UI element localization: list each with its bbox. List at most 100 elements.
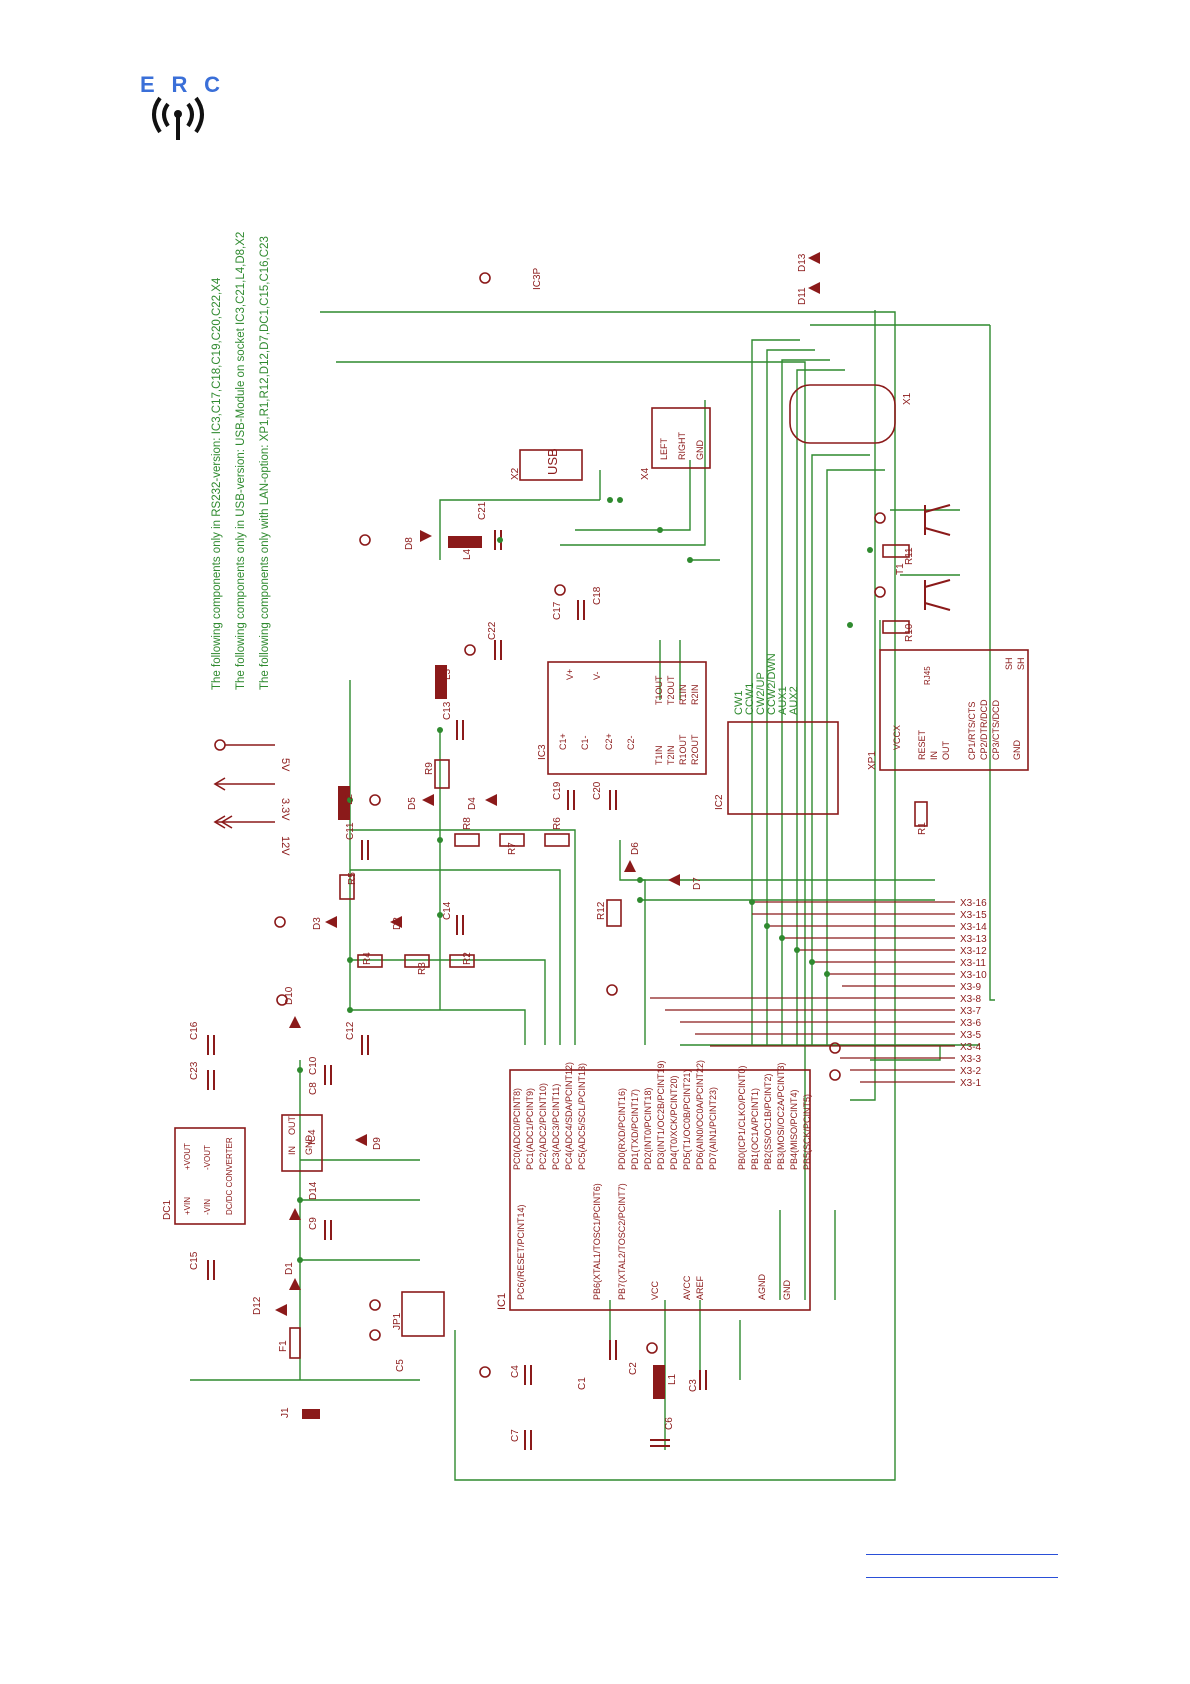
ic1-pin-vcc: VCC	[650, 1280, 660, 1300]
inductor-l1	[653, 1365, 665, 1399]
label-c13: C13	[442, 701, 453, 720]
ic1-pin-pb7: PB7(XTAL2/TOSC2/PCINT7)	[617, 1183, 627, 1300]
ic3-pin-r2out: R2OUT	[690, 734, 700, 765]
note-rs232: The following components only in RS232-v…	[211, 277, 223, 690]
x3-pin-label: X3-7	[960, 1006, 982, 1017]
label-c7: C7	[510, 1429, 521, 1442]
label-d8: D8	[404, 537, 415, 550]
ic3-pin-c1minus: C1-	[580, 735, 590, 750]
ic4-pin-gnd: GND	[304, 1135, 314, 1156]
label-c16: C16	[189, 1021, 200, 1040]
x3-pin-label: X3-10	[960, 970, 987, 981]
ic2-output-labels: CW1 CCW1 CW2/UP CCW2/DWN AUX1 AUX2	[733, 653, 800, 715]
schematic-diodes	[275, 252, 820, 1316]
label-l1: L1	[667, 1373, 678, 1385]
ic1-body	[509, 1069, 811, 1311]
diode-d5	[422, 794, 434, 806]
x3-pin-label: X3-4	[960, 1042, 982, 1053]
label-c12: C12	[345, 1021, 356, 1040]
legend-12v: 12V	[279, 836, 291, 856]
label-d7: D7	[692, 877, 703, 890]
x1-dsub-body	[789, 384, 896, 444]
label-c1: C1	[577, 1377, 588, 1390]
xp1-label: XP1	[867, 751, 878, 770]
label-c10: C10	[308, 1056, 319, 1075]
label-d9: D9	[372, 1137, 383, 1150]
diode-d2	[390, 916, 402, 928]
ic1-pin-pd1: PD1(TXD/PCINT17)	[630, 1089, 640, 1170]
ic1-pin-aref: AREF	[695, 1275, 705, 1300]
label-c19: C19	[552, 781, 563, 800]
ic1-pin-pd4: PD4(T0/XCK/PCINT20)	[669, 1075, 679, 1170]
x3-pin-label: X3-15	[960, 910, 987, 921]
label-r3: R3	[417, 962, 428, 975]
ic1-pin-agnd: AGND	[757, 1273, 767, 1300]
xp1-pin-sh2: SH	[1016, 657, 1026, 670]
footer-divider-1	[866, 1554, 1058, 1555]
x2-usb-body	[519, 449, 583, 481]
inductor-l4	[448, 536, 482, 548]
ic1-pin-pb6: PB6(XTAL1/TOSC1/PCINT6)	[592, 1183, 602, 1300]
schematic-capacitors	[207, 530, 707, 1450]
x3-pin-label: X3-16	[960, 898, 987, 909]
ic1-pin-pd7: PD7(AIN1/PCINT23)	[708, 1087, 718, 1170]
ic2-out-aux1: AUX1	[777, 686, 789, 715]
ic1-pin-pc4: PC4(ADC4/SDA/PCINT12)	[564, 1062, 574, 1170]
resistor-r5	[339, 874, 355, 900]
component-notes: The following components only in RS232-v…	[211, 232, 271, 690]
label-c23: C23	[189, 1061, 200, 1080]
x4-jack-body	[651, 407, 711, 469]
ic1-pin-pb4: PB4(MISO/PCINT4)	[789, 1089, 799, 1170]
ic3-pin-r1in: R1IN	[678, 684, 688, 705]
label-d2: D2	[392, 917, 403, 930]
label-d5: D5	[407, 797, 418, 810]
resistor-r10	[882, 620, 910, 634]
xp1-pin-in: IN	[929, 751, 939, 760]
x4-pin-left: LEFT	[659, 437, 669, 460]
ic1-pin-pc2: PC2(ADC2/PCINT10)	[538, 1083, 548, 1170]
fuse-f1	[289, 1327, 301, 1359]
label-c3: C3	[688, 1379, 699, 1392]
x3-pin-label: X3-8	[960, 994, 982, 1005]
label-l2: L2	[344, 793, 355, 805]
ic1-pin-pc1: PC1(ADC1/PCINT9)	[525, 1088, 535, 1170]
ic1-pin-pc3: PC3(ADC3/PCINT11)	[551, 1084, 561, 1170]
ic1-pin-pd5: PD5(T1/OC0B/PCINT21)	[682, 1069, 692, 1170]
label-d6: D6	[630, 842, 641, 855]
ic3-pin-vplus: V+	[565, 669, 575, 680]
diode-d10	[289, 1016, 301, 1028]
ic1-pin-pd2: PD2(INT0/PCINT18)	[643, 1087, 653, 1170]
label-t1: T1	[895, 563, 906, 575]
label-c4: C4	[510, 1365, 521, 1378]
diode-d8	[420, 530, 432, 542]
diode-d9	[355, 1134, 367, 1146]
part-labels: IC2 IC3 V+ V- C1+ C1- C2+ C2- T1OUT T2OU…	[162, 267, 1026, 1220]
label-r8: R8	[462, 817, 473, 830]
x3-pin-label: X3-12	[960, 946, 987, 957]
label-d14: D14	[308, 1181, 319, 1200]
diode-d6	[624, 860, 636, 872]
resistor-r9	[434, 759, 450, 789]
footer-divider-2	[866, 1577, 1058, 1578]
xp1-pin-sh1: SH	[1004, 657, 1014, 670]
label-r9: R9	[424, 762, 435, 775]
ic3-pin-c2minus: C2-	[626, 735, 636, 750]
x4-label: X4	[640, 467, 651, 480]
ic3-pin-t2out: T2OUT	[666, 675, 676, 705]
xp1-pin-cp3: CP3/CTS/DCD	[991, 699, 1001, 760]
ic3-pin-c2plus: C2+	[604, 733, 614, 750]
ic1-pin-pb2: PB2(SS/OC1B/PCINT2)	[763, 1073, 773, 1170]
ic3-pin-t2in: T2IN	[666, 745, 676, 765]
ic4-label: IC4	[307, 1129, 318, 1145]
antenna-icon	[152, 96, 204, 140]
diode-d1	[289, 1278, 301, 1290]
diode-d14	[289, 1208, 301, 1220]
label-d11: D11	[797, 287, 808, 305]
supply-legend-symbols	[213, 744, 275, 829]
ic2-body	[727, 721, 839, 815]
label-d10: D10	[284, 986, 295, 1005]
x3-pin-label: X3-1	[960, 1078, 982, 1089]
ic1-pin-pb1: PB1(OC1A/PCINT1)	[750, 1088, 760, 1170]
resistor-r8	[454, 833, 480, 847]
xp1-pin-cp1: CP1/RTS/CTS	[967, 702, 977, 760]
